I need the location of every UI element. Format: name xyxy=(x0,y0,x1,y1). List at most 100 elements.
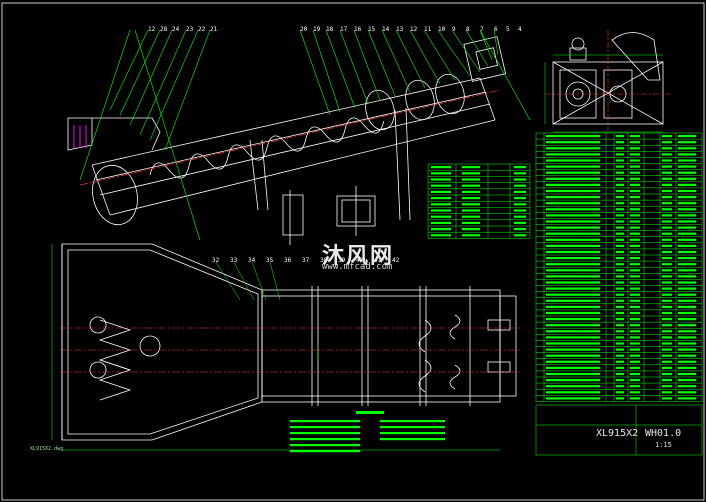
parts-list-text-mark xyxy=(662,385,672,388)
parts-list-text-mark xyxy=(546,293,600,296)
drawing-code: WH01.0 xyxy=(645,428,682,439)
parameter-table-text-mark xyxy=(514,190,526,193)
parts-list-text-mark xyxy=(678,159,696,162)
parts-list-text-mark xyxy=(678,244,696,247)
parts-list-text-mark xyxy=(630,141,640,144)
hidden-lines xyxy=(73,125,87,148)
parts-list-text-mark xyxy=(678,220,696,223)
parts-list-text-mark xyxy=(662,397,672,400)
parts-list-text-mark xyxy=(616,202,624,205)
parts-list-text-mark xyxy=(546,305,600,308)
parts-list-text-mark xyxy=(616,189,624,193)
parts-list-text-mark xyxy=(616,171,624,174)
parts-list-text-mark xyxy=(630,202,640,205)
parts-list-text-mark xyxy=(678,397,696,400)
parts-list-text-mark xyxy=(616,366,624,369)
parts-list-text-mark xyxy=(630,250,640,254)
parts-list-table xyxy=(535,132,703,402)
parameter-table-text-mark xyxy=(514,184,526,187)
parts-list-text-mark xyxy=(616,238,624,241)
parts-list-text-mark xyxy=(630,379,640,382)
parameter-table-text-mark xyxy=(431,234,451,237)
parts-list-text-mark xyxy=(616,305,624,308)
parts-list-text-mark xyxy=(678,165,696,168)
parts-list-text-mark xyxy=(662,183,672,186)
parts-list-text-mark xyxy=(616,220,624,223)
parameter-table-text-mark xyxy=(462,197,480,200)
watermark-text: 沐风网 xyxy=(322,244,395,269)
parts-list-text-mark xyxy=(630,354,640,357)
parts-list-text-mark xyxy=(662,354,672,357)
parts-list-text-mark xyxy=(616,135,624,138)
parts-list-text-mark xyxy=(616,336,624,339)
parts-list-text-mark xyxy=(630,293,640,296)
parts-list-text-mark xyxy=(678,311,696,315)
notes-heading-mark xyxy=(356,411,384,414)
parts-list-text-mark xyxy=(546,214,600,217)
parts-list-text-mark xyxy=(616,287,624,290)
balloon-top-label: 13 xyxy=(396,26,404,33)
parameter-table-text-mark xyxy=(431,166,451,169)
parts-list-text-mark xyxy=(662,189,672,193)
parameter-table-text-mark xyxy=(462,209,480,212)
parts-list-text-mark xyxy=(616,293,624,296)
parts-list-text-mark xyxy=(546,342,600,345)
balloon-top-label: 9 xyxy=(452,26,456,33)
parts-list-text-mark xyxy=(678,269,696,272)
parameter-table-text-mark xyxy=(462,215,480,218)
balloon-bottom-label: 36 xyxy=(284,257,292,264)
parts-list-text-mark xyxy=(546,281,600,284)
parts-list-text-mark xyxy=(630,171,640,174)
parts-list-text-mark xyxy=(662,141,672,144)
parts-list-text-mark xyxy=(630,324,640,327)
parts-list-text-mark xyxy=(630,135,640,138)
parts-list-text-mark xyxy=(678,324,696,327)
parts-list-text-mark xyxy=(662,293,672,296)
parts-list-text-mark xyxy=(678,226,696,229)
parts-list-text-mark xyxy=(630,214,640,217)
parts-list-text-mark xyxy=(678,366,696,369)
balloon-top-label: 18 xyxy=(326,26,334,33)
parts-list-text-mark xyxy=(662,238,672,241)
parts-list-text-mark xyxy=(616,263,624,266)
parts-list-text-mark xyxy=(630,372,640,376)
parts-list-text-mark xyxy=(662,281,672,284)
parts-list-text-mark xyxy=(678,372,696,376)
parts-list-text-mark xyxy=(678,250,696,254)
parameter-table-text-mark xyxy=(431,215,451,218)
parts-list-text-mark xyxy=(678,348,696,351)
balloon-top-label: 17 xyxy=(340,26,348,33)
parts-list-text-mark xyxy=(546,238,600,241)
parts-list-text-mark xyxy=(616,397,624,400)
parts-list-text-mark xyxy=(678,385,696,388)
parts-list-text-mark xyxy=(678,342,696,345)
parts-list-text-mark xyxy=(678,354,696,357)
model-number: XL915X2 xyxy=(596,428,639,439)
parts-list-text-mark xyxy=(630,226,640,229)
parts-list-text-mark xyxy=(546,220,600,223)
parts-list-text-mark xyxy=(616,275,624,278)
parts-list-text-mark xyxy=(630,165,640,168)
parts-list-text-mark xyxy=(662,202,672,205)
parts-list-text-mark xyxy=(616,153,624,156)
balloon-top-label: 16 xyxy=(354,26,362,33)
parts-list-text-mark xyxy=(662,250,672,254)
parts-list-text-mark xyxy=(616,244,624,247)
parts-list-text-mark xyxy=(662,159,672,162)
parameter-table-text-mark xyxy=(462,172,480,175)
parts-list-text-mark xyxy=(662,275,672,278)
balloon-top-label: 23 xyxy=(186,26,194,33)
side-elevation-view xyxy=(67,36,507,226)
parts-list-text-mark xyxy=(662,177,672,180)
notes-text-mark xyxy=(290,420,360,423)
parameter-table-text-mark xyxy=(514,234,526,237)
balloon-top-label: 28 xyxy=(160,26,168,33)
balloon-bottom-label: 42 xyxy=(392,257,400,264)
parameter-table-text-mark xyxy=(514,203,526,206)
corner-note: XL915X2.dwg xyxy=(30,446,64,452)
parts-list-text-mark xyxy=(546,159,600,162)
parts-list-text-mark xyxy=(546,348,600,351)
balloon-bottom-label: 35 xyxy=(266,257,274,264)
